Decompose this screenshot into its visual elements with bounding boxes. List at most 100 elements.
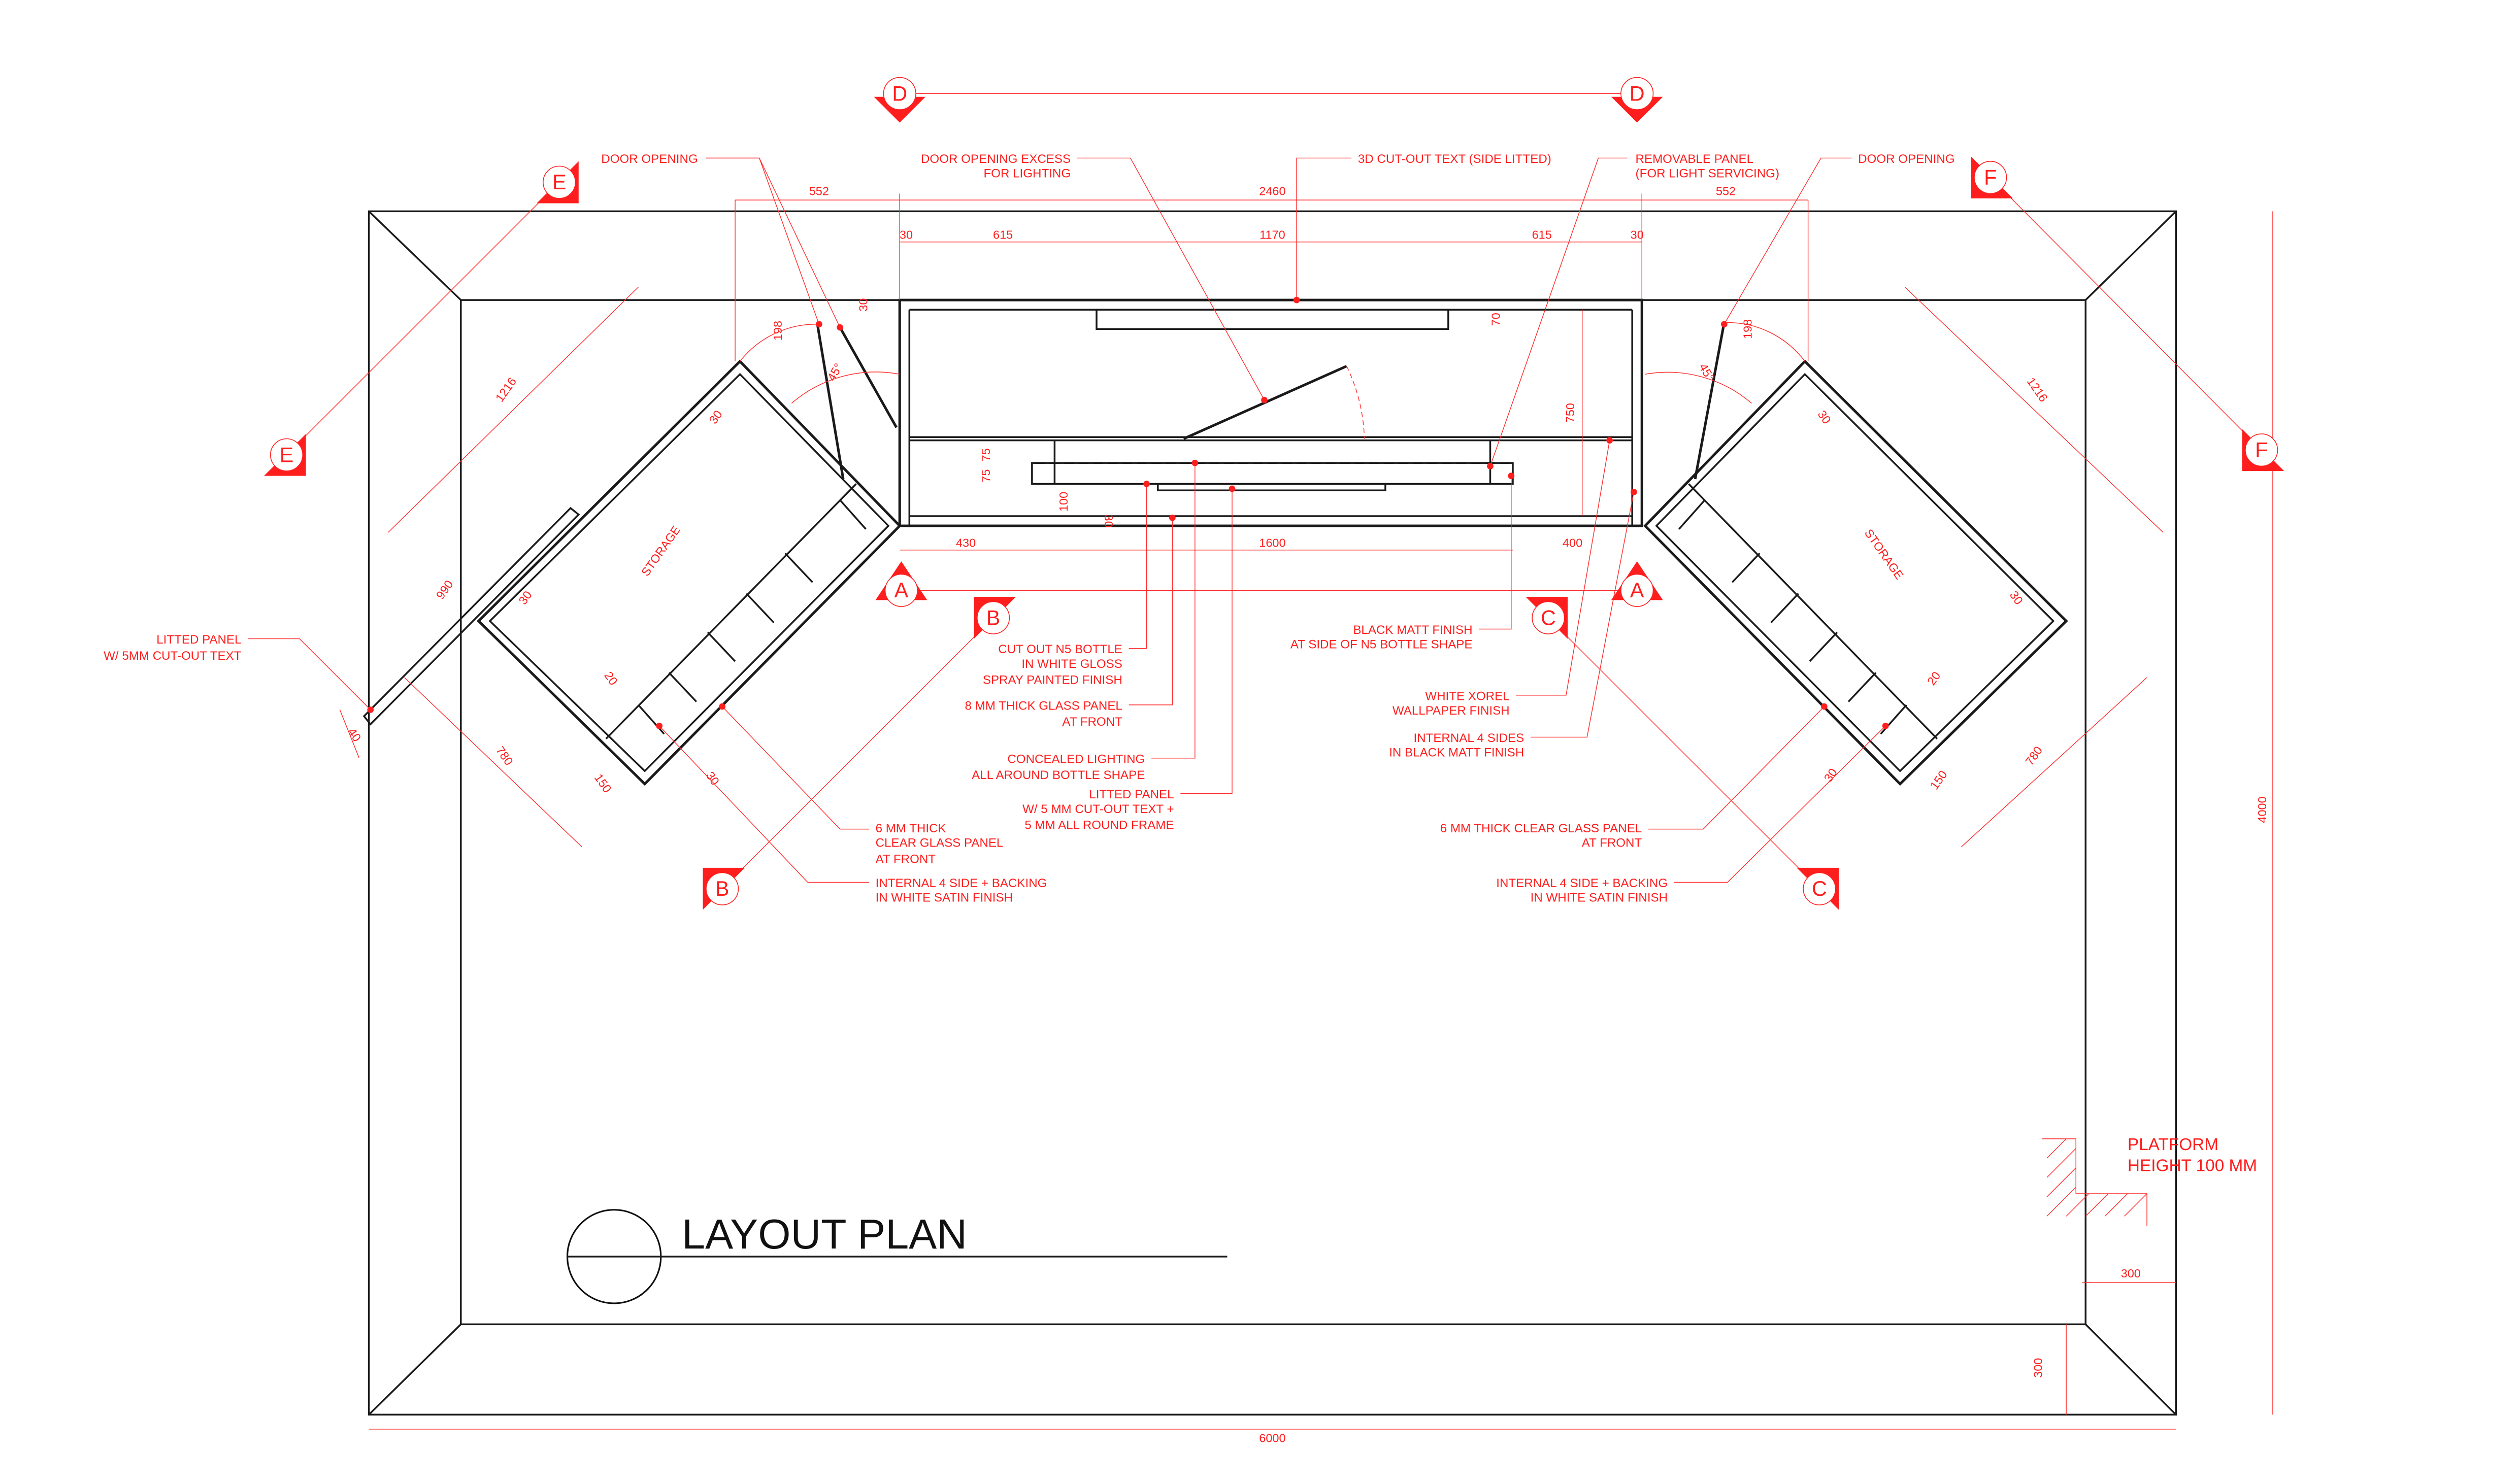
note-concealed-lighting: CONCEALED LIGHTING ALL AROUND BOTTLE SHA…: [972, 752, 1145, 782]
svg-text:20: 20: [1925, 669, 1943, 687]
note-door-opening-right: DOOR OPENING: [1858, 152, 1954, 166]
note-cutout-text: 3D CUT-OUT TEXT (SIDE LITTED): [1358, 152, 1551, 166]
svg-text:AT FRONT: AT FRONT: [876, 852, 936, 866]
svg-text:1216: 1216: [493, 375, 519, 404]
dimension-texts: 552 2460 552 30 615 1170 615 30 430 1600…: [345, 185, 2269, 1445]
svg-text:F: F: [2255, 439, 2268, 462]
svg-text:150: 150: [1928, 768, 1950, 792]
svg-text:SPRAY PAINTED FINISH: SPRAY PAINTED FINISH: [983, 673, 1122, 687]
svg-text:IN BLACK MATT FINISH: IN BLACK MATT FINISH: [1389, 746, 1524, 760]
svg-text:REMOVABLE PANEL: REMOVABLE PANEL: [1636, 152, 1754, 166]
note-glass-8mm: 8 MM THICK GLASS PANEL AT FRONT: [965, 699, 1123, 729]
section-marker-d-left: D: [874, 77, 926, 123]
svg-text:30: 30: [1821, 766, 1840, 784]
svg-text:E: E: [280, 443, 294, 466]
svg-text:(FOR LIGHT SERVICING): (FOR LIGHT SERVICING): [1636, 167, 1779, 181]
section-marker-e-bottom: E: [264, 433, 306, 476]
svg-text:AT FRONT: AT FRONT: [1582, 836, 1642, 850]
svg-text:30: 30: [1631, 228, 1644, 241]
door-right: [1694, 322, 1726, 480]
svg-text:615: 615: [993, 228, 1013, 241]
svg-text:INTERNAL 4 SIDE + BACKING: INTERNAL 4 SIDE + BACKING: [876, 876, 1047, 890]
central-display-unit: [898, 298, 1643, 527]
svg-text:300: 300: [2031, 1358, 2044, 1378]
svg-text:LITTED PANEL: LITTED PANEL: [156, 633, 241, 647]
note-removable-panel: REMOVABLE PANEL (FOR LIGHT SERVICING): [1636, 152, 1779, 181]
section-marker-c-bottom: C: [1797, 867, 1839, 910]
svg-text:75: 75: [979, 448, 992, 461]
svg-text:E: E: [552, 171, 567, 194]
svg-text:780: 780: [2023, 744, 2045, 768]
n5-bottle-shape: [1031, 462, 1514, 485]
svg-text:WHITE XOREL: WHITE XOREL: [1425, 689, 1509, 703]
svg-text:30: 30: [1102, 515, 1115, 528]
svg-text:750: 750: [1564, 403, 1577, 423]
svg-text:D: D: [1630, 82, 1645, 105]
svg-text:990: 990: [434, 578, 456, 601]
svg-text:ALL AROUND BOTTLE SHAPE: ALL AROUND BOTTLE SHAPE: [972, 768, 1145, 782]
leader-lines: [248, 157, 1889, 883]
title-block: LAYOUT PLAN: [566, 1209, 1228, 1304]
svg-text:400: 400: [1563, 536, 1582, 549]
svg-text:30: 30: [1815, 408, 1833, 426]
svg-text:4000: 4000: [2256, 796, 2269, 823]
svg-text:552: 552: [809, 185, 829, 198]
section-marker-f-top: F: [1971, 156, 2013, 198]
svg-text:W/ 5 MM CUT-OUT TEXT +: W/ 5 MM CUT-OUT TEXT +: [1022, 802, 1174, 816]
svg-text:IN WHITE GLOSS: IN WHITE GLOSS: [1021, 657, 1122, 671]
svg-text:6000: 6000: [1259, 1431, 1285, 1444]
svg-text:DOOR OPENING EXCESS: DOOR OPENING EXCESS: [921, 152, 1071, 166]
svg-text:WALLPAPER FINISH: WALLPAPER FINISH: [1393, 704, 1510, 718]
svg-text:552: 552: [1716, 185, 1736, 198]
svg-text:75: 75: [979, 469, 992, 483]
svg-text:W/ 5MM CUT-OUT TEXT: W/ 5MM CUT-OUT TEXT: [104, 649, 242, 663]
note-internal-right: INTERNAL 4 SIDE + BACKING IN WHITE SATIN…: [1496, 876, 1668, 905]
svg-text:150: 150: [592, 771, 614, 795]
svg-text:A: A: [894, 579, 909, 602]
platform-outline: [368, 210, 2177, 1416]
note-cutout-bottle: CUT OUT N5 BOTTLE IN WHITE GLOSS SPRAY P…: [983, 643, 1122, 687]
note-xorel: WHITE XOREL WALLPAPER FINISH: [1393, 689, 1510, 718]
drawing-title: LAYOUT PLAN: [682, 1210, 967, 1258]
svg-text:30: 30: [900, 228, 913, 241]
section-marker-a-left: A: [875, 561, 927, 607]
svg-text:20: 20: [602, 669, 620, 687]
svg-text:430: 430: [956, 536, 976, 549]
svg-text:IN WHITE SATIN FINISH: IN WHITE SATIN FINISH: [876, 891, 1013, 905]
storage-unit-left: STORAGE: [362, 324, 902, 786]
svg-text:B: B: [986, 606, 1001, 629]
svg-text:100: 100: [1057, 492, 1070, 512]
svg-text:D: D: [892, 82, 907, 105]
svg-text:8 MM THICK GLASS PANEL: 8 MM THICK GLASS PANEL: [965, 699, 1122, 713]
svg-text:5 MM ALL ROUND FRAME: 5 MM ALL ROUND FRAME: [1024, 819, 1174, 832]
note-door-opening-left: DOOR OPENING: [601, 152, 698, 166]
svg-text:30: 30: [707, 408, 725, 426]
note-platform: PLATFORM HEIGHT 100 MM: [2128, 1135, 2257, 1175]
svg-text:1600: 1600: [1259, 536, 1285, 549]
note-litted-panel-left: LITTED PANEL W/ 5MM CUT-OUT TEXT: [104, 633, 242, 663]
section-marker-d-right: D: [1611, 77, 1663, 123]
section-marker-e-top: E: [537, 161, 579, 204]
section-marker-a-right: A: [1611, 561, 1663, 607]
svg-text:LITTED PANEL: LITTED PANEL: [1089, 788, 1174, 801]
svg-text:B: B: [715, 877, 730, 900]
platform-hatch: [2042, 1138, 2147, 1226]
svg-text:C: C: [1541, 606, 1556, 629]
svg-text:CONCEALED LIGHTING: CONCEALED LIGHTING: [1007, 752, 1145, 766]
note-glass-6mm-right: 6 MM THICK CLEAR GLASS PANEL AT FRONT: [1440, 822, 1642, 850]
svg-text:INTERNAL 4 SIDES: INTERNAL 4 SIDES: [1413, 731, 1524, 745]
svg-text:198: 198: [1741, 319, 1754, 339]
section-marker-c-top: C: [1526, 596, 1568, 639]
annotations: DOOR OPENING DOOR OPENING EXCESS FOR LIG…: [104, 152, 2257, 1175]
svg-text:AT FRONT: AT FRONT: [1062, 715, 1122, 729]
svg-text:A: A: [1630, 579, 1644, 602]
svg-text:30: 30: [857, 298, 870, 312]
svg-text:1216: 1216: [2024, 375, 2050, 404]
note-litted-panel-center: LITTED PANEL W/ 5 MM CUT-OUT TEXT + 5 MM…: [1022, 788, 1174, 832]
svg-text:780: 780: [493, 744, 516, 768]
glass-panel: [1157, 483, 1386, 491]
svg-text:F: F: [1984, 166, 1997, 189]
note-internal-black: INTERNAL 4 SIDES IN BLACK MATT FINISH: [1389, 731, 1524, 760]
svg-text:30: 30: [704, 769, 722, 788]
